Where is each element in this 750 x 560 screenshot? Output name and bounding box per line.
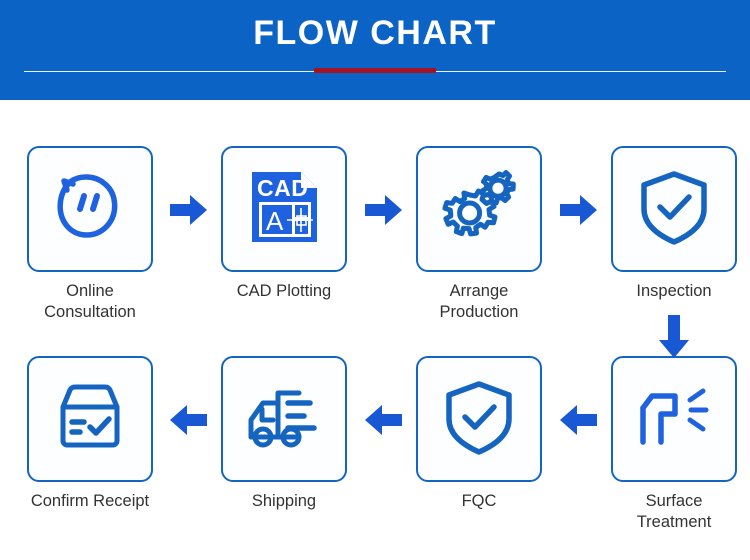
gears-icon xyxy=(437,165,521,254)
flow-label-shipping: Shipping xyxy=(251,492,317,510)
flow-label-surface-treatment: Surface Treatment xyxy=(636,492,712,531)
icon-box-cad-plotting: CAD A xyxy=(221,146,347,272)
delivery-truck-icon xyxy=(242,375,326,464)
arrow-inspection-to-surface xyxy=(658,315,690,359)
flow-node-inspection[interactable]: Inspection xyxy=(611,146,737,302)
arrow-fqc-to-shipping xyxy=(365,404,403,436)
spray-gun-icon xyxy=(633,376,715,463)
svg-text:CAD: CAD xyxy=(257,175,308,201)
icon-box-inspection xyxy=(611,146,737,272)
cad-document-icon: CAD A xyxy=(243,166,325,253)
icon-box-shipping xyxy=(221,356,347,482)
arrow-online-to-cad xyxy=(170,194,208,226)
flow-node-fqc[interactable]: FQC xyxy=(416,356,542,512)
flow-label-arrange-production: Arrange Production xyxy=(439,282,519,321)
package-check-icon xyxy=(50,377,130,462)
page-header: FLOW CHART xyxy=(0,0,750,100)
flow-label-fqc: FQC xyxy=(461,492,497,510)
flow-label-confirm-receipt: Confirm Receipt xyxy=(30,492,150,510)
chat-bubble-icon xyxy=(49,166,131,253)
icon-box-confirm-receipt xyxy=(27,356,153,482)
icon-box-arrange-production xyxy=(416,146,542,272)
flow-node-surface-treatment[interactable]: Surface Treatment xyxy=(611,356,737,533)
shield-check-icon xyxy=(439,377,519,462)
flow-node-shipping[interactable]: Shipping xyxy=(221,356,347,512)
flow-node-arrange-production[interactable]: Arrange Production xyxy=(416,146,542,323)
flow-node-confirm-receipt[interactable]: Confirm Receipt xyxy=(27,356,153,512)
arrow-surface-to-fqc xyxy=(560,404,598,436)
icon-box-surface-treatment xyxy=(611,356,737,482)
flow-label-inspection: Inspection xyxy=(636,282,712,300)
icon-box-online-consultation xyxy=(27,146,153,272)
icon-box-fqc xyxy=(416,356,542,482)
arrow-shipping-to-confirm xyxy=(170,404,208,436)
shield-check-icon xyxy=(634,167,714,252)
flow-node-cad-plotting[interactable]: CAD A CAD Plotting xyxy=(221,146,347,302)
flow-node-online-consultation[interactable]: Online Consultation xyxy=(27,146,153,323)
svg-text:A: A xyxy=(266,206,284,236)
arrow-production-to-inspection xyxy=(560,194,598,226)
flow-label-cad-plotting: CAD Plotting xyxy=(236,282,332,300)
page-title: FLOW CHART xyxy=(253,14,497,52)
header-accent-bar xyxy=(314,68,436,73)
flow-label-online-consultation: Online Consultation xyxy=(44,282,136,321)
arrow-cad-to-production xyxy=(365,194,403,226)
